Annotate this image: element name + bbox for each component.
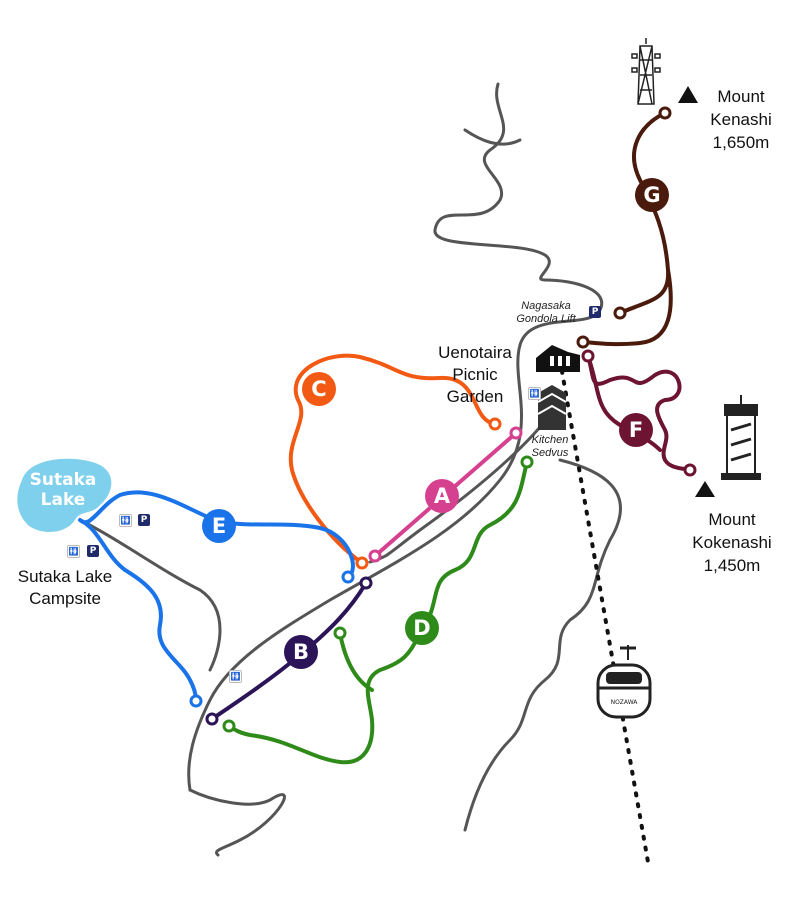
trail-badge-g[interactable]: G <box>635 178 669 212</box>
parking-icon-campsite: P <box>87 545 99 557</box>
sutaka-lake <box>17 458 112 532</box>
trail-g-path <box>581 111 673 347</box>
kenashi-elevation: 1,650m <box>712 133 770 152</box>
svg-text:NOZAWA: NOZAWA <box>611 699 639 706</box>
restroom-icon-picnic: 🚻 <box>528 387 541 400</box>
trail-badge-c[interactable]: C <box>302 372 336 406</box>
kenashi-name: Mount Kenashi <box>710 87 772 129</box>
kokenashi-label: Mount Kokenashi 1,450m <box>680 508 784 577</box>
road-top-right <box>463 128 522 146</box>
trail-badge-a[interactable]: A <box>425 479 459 513</box>
parking-icon-lake: P <box>138 514 150 526</box>
gondola-cabin-icon: NOZAWA <box>596 645 652 719</box>
parking-icon-gondola: P <box>589 306 601 318</box>
trail-badge-e[interactable]: E <box>202 509 236 543</box>
road-left <box>78 518 222 672</box>
trail-badge-b[interactable]: B <box>284 635 318 669</box>
trail-c-path <box>288 353 497 565</box>
sutaka-lake-label: Sutaka Lake <box>29 470 97 510</box>
campsite-label: Sutaka Lake Campsite <box>17 567 113 608</box>
kokenashi-elevation: 1,450m <box>703 556 761 575</box>
kokenashi-peak-icon <box>695 481 715 497</box>
trail-badge-f[interactable]: F <box>619 413 653 447</box>
kitchen-building-icon <box>537 385 567 430</box>
radio-tower-icon <box>631 38 661 105</box>
restroom-icon-trail-b: 🚻 <box>229 670 242 683</box>
gondola-line <box>558 358 650 864</box>
kenashi-label: Mount Kenashi 1,650m <box>697 85 785 154</box>
gondola-station-icon <box>536 345 580 372</box>
picnic-garden-label: Uenotaira Picnic Garden <box>438 343 512 406</box>
observation-tower-icon <box>721 395 761 480</box>
kokenashi-name: Mount Kokenashi <box>692 510 772 552</box>
restroom-icon-lake: 🚻 <box>119 514 132 527</box>
restroom-icon-campsite: 🚻 <box>67 545 80 558</box>
kenashi-peak-icon <box>678 86 698 103</box>
road-lower <box>188 788 286 857</box>
trail-badge-d[interactable]: D <box>405 611 439 645</box>
kitchen-sedvus-label: Kitchen Sedvus <box>531 434 569 459</box>
gondola-lift-label: Nagasaka Gondola Lift <box>516 300 576 325</box>
trail-d-path <box>227 460 529 765</box>
road-right <box>463 458 622 832</box>
